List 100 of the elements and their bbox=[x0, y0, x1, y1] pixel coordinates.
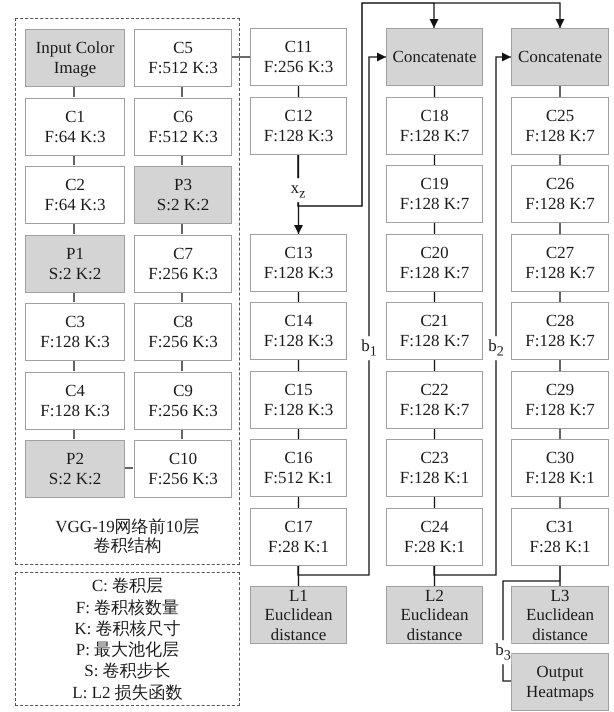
connector-line bbox=[559, 223, 561, 234]
connector-line bbox=[73, 86, 75, 97]
box-label: C28 bbox=[546, 311, 574, 331]
key-entry: S: 卷积步长 bbox=[84, 660, 171, 682]
connector-line bbox=[73, 360, 75, 371]
layer-box bbox=[134, 29, 232, 87]
connector-line bbox=[434, 292, 436, 302]
connector-line bbox=[181, 86, 183, 97]
box-label: C27 bbox=[546, 243, 574, 263]
key-box bbox=[15, 572, 240, 706]
box-label: Concatenate bbox=[518, 47, 602, 67]
box-label: Output Heatmaps bbox=[525, 662, 595, 702]
box-label: C5 bbox=[173, 38, 193, 58]
layer-box bbox=[25, 372, 125, 430]
layer-box bbox=[511, 508, 609, 566]
box-label: F:128 K:3 bbox=[40, 332, 110, 352]
layer-box bbox=[25, 98, 125, 156]
box-label: C11 bbox=[284, 37, 312, 57]
layer-box bbox=[250, 439, 347, 497]
layer-box bbox=[386, 165, 483, 223]
box-label: F:256 K:3 bbox=[148, 332, 218, 352]
layer-box bbox=[386, 234, 483, 292]
box-label: L2 bbox=[425, 586, 444, 606]
box-label: F:128 K:1 bbox=[525, 468, 595, 488]
layer-box bbox=[250, 371, 347, 429]
box-label: C20 bbox=[420, 243, 449, 263]
layer-box bbox=[134, 98, 232, 156]
connector-line bbox=[181, 429, 183, 439]
edge-label: b$_{3}$ bbox=[495, 640, 511, 664]
box-label: F:128 K:3 bbox=[264, 400, 334, 420]
box-label: F:64 K:3 bbox=[44, 127, 106, 147]
layer-box bbox=[250, 586, 347, 644]
box-label: F:128 K:3 bbox=[40, 401, 110, 421]
layer-box bbox=[386, 28, 483, 86]
box-label: F:128 K:7 bbox=[525, 263, 595, 283]
connector-line bbox=[434, 86, 436, 97]
box-label: C14 bbox=[284, 311, 313, 331]
box-label: C1 bbox=[65, 107, 85, 127]
layer-box bbox=[25, 166, 125, 224]
box-label: C18 bbox=[420, 106, 449, 126]
key-entry: C: 卷积层 bbox=[92, 575, 164, 596]
connector-line bbox=[434, 566, 436, 586]
box-label: P3 bbox=[174, 175, 192, 195]
box-label: F:256 K:3 bbox=[148, 469, 218, 489]
box-label: F:256 K:3 bbox=[148, 401, 218, 421]
box-label: F:128 K:7 bbox=[525, 331, 595, 351]
box-label: F:128 K:7 bbox=[400, 126, 470, 146]
box-label: P2 bbox=[66, 449, 84, 469]
connector-line bbox=[502, 566, 561, 682]
box-label: C25 bbox=[546, 106, 574, 126]
layer-box bbox=[250, 28, 347, 86]
layer-box bbox=[25, 440, 125, 498]
box-label: C21 bbox=[420, 311, 449, 331]
layer-box bbox=[250, 234, 347, 292]
box-label: L3 bbox=[550, 586, 570, 606]
connector-line bbox=[298, 86, 300, 97]
layer-box bbox=[511, 586, 609, 644]
dashed-group-box bbox=[15, 18, 240, 565]
box-label: C26 bbox=[546, 174, 574, 194]
box-label: F:128 K:1 bbox=[400, 468, 470, 488]
arrow bbox=[294, 155, 303, 234]
box-label: C7 bbox=[173, 244, 193, 264]
key-entry: P: 最大池化层 bbox=[76, 639, 180, 660]
box-label: F:128 K:7 bbox=[525, 126, 595, 146]
connector-line bbox=[559, 155, 561, 165]
connector-line bbox=[73, 155, 75, 165]
connector-line bbox=[298, 497, 300, 508]
layer-box bbox=[511, 302, 609, 360]
box-label: S:2 K:2 bbox=[48, 264, 102, 284]
box-label: F:512 K:3 bbox=[148, 127, 218, 147]
layer-box bbox=[511, 28, 609, 86]
connector-line bbox=[559, 292, 561, 302]
connector-line bbox=[434, 155, 436, 165]
box-label: F:128 K:7 bbox=[400, 263, 470, 283]
layer-box bbox=[386, 439, 483, 497]
box-label: C2 bbox=[65, 175, 85, 195]
box-label: P1 bbox=[66, 244, 84, 264]
box-label: F:64 K:3 bbox=[44, 195, 106, 215]
box-label: C17 bbox=[284, 517, 313, 537]
box-label: F:128 K:7 bbox=[525, 194, 595, 214]
box-label: C19 bbox=[420, 174, 449, 194]
box-label: F:128 K:3 bbox=[264, 263, 334, 283]
layer-box bbox=[386, 371, 483, 429]
box-label: F:128 K:7 bbox=[400, 194, 470, 214]
box-label: F:512 K:1 bbox=[264, 468, 334, 488]
layer-box bbox=[511, 439, 609, 497]
connector-line bbox=[298, 292, 300, 302]
box-label: C22 bbox=[420, 380, 449, 400]
layer-box bbox=[250, 302, 347, 360]
layer-box bbox=[511, 371, 609, 429]
edge-label: b$_{1}$ bbox=[361, 336, 377, 360]
connector-line bbox=[231, 56, 250, 58]
connector-line bbox=[434, 497, 436, 508]
connector-line bbox=[298, 360, 300, 371]
box-label: C3 bbox=[65, 312, 85, 332]
layer-box bbox=[134, 166, 232, 224]
box-label: F:28 K:1 bbox=[530, 537, 590, 557]
layer-box bbox=[386, 586, 483, 644]
box-label: C23 bbox=[420, 448, 449, 468]
box-label: S:2 K:2 bbox=[48, 469, 102, 489]
